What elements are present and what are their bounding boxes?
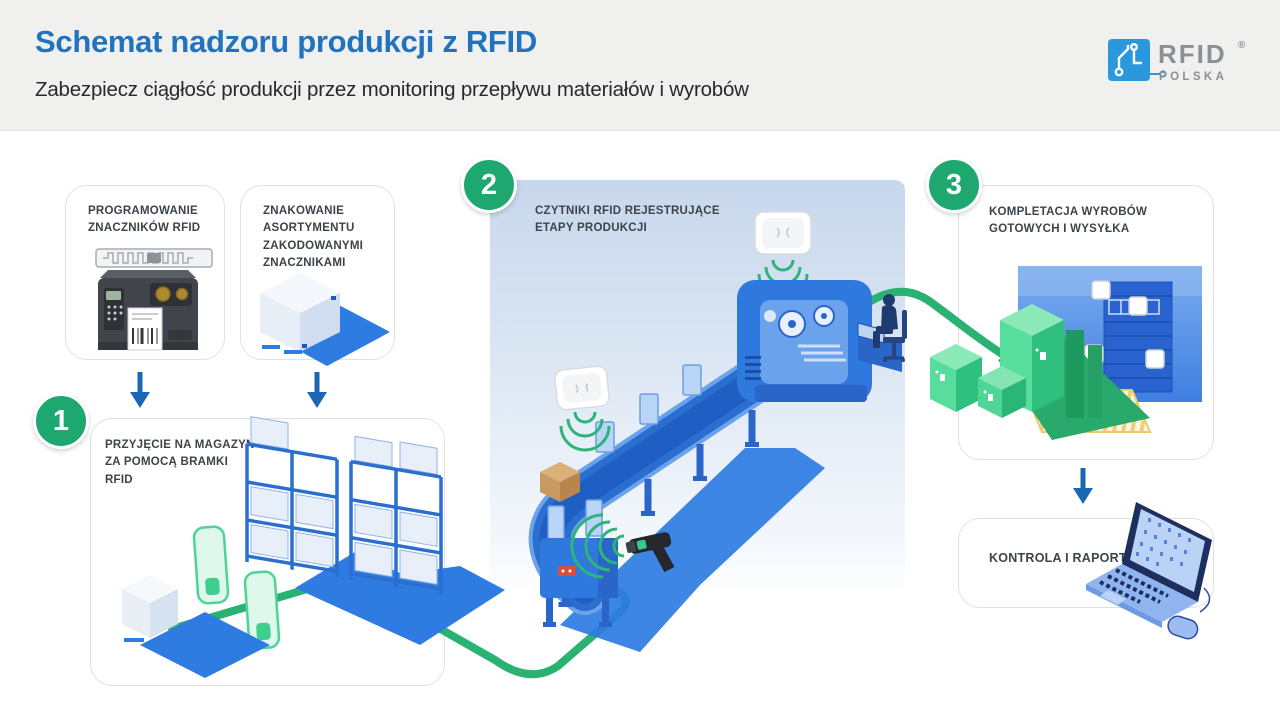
down-arrow-to-control	[1073, 468, 1093, 504]
card-control-reports: KONTROLA I RAPORTY	[958, 518, 1214, 608]
card-control-reports-label: KONTROLA I RAPORTY	[989, 551, 1136, 565]
page-title: Schemat nadzoru produkcji z RFID	[35, 24, 537, 59]
panel-production-readers-label: CZYTNIKI RFID REJESTRUJĄCE ETAPY PRODUKC…	[535, 205, 720, 235]
card-warehouse-receiving: PRZYJĘCIE NA MAGAZYN ZA POMOCĄ BRAMKI RF…	[90, 418, 445, 686]
panel-production-readers: CZYTNIKI RFID REJESTRUJĄCE ETAPY PRODUKC…	[490, 180, 905, 590]
card-completion-shipping: KOMPLETACJA WYROBÓW GOTOWYCH I WYSYŁKA	[958, 185, 1214, 460]
down-arrow-after-programming	[130, 372, 150, 408]
card-tag-programming: PROGRAMOWANIE ZNACZNIKÓW RFID	[65, 185, 225, 360]
rfid-polska-logo-icon	[1108, 39, 1167, 81]
logo-registered-mark: ®	[1238, 40, 1246, 51]
step-badge-3: 3	[926, 157, 982, 213]
step-badge-1: 1	[33, 393, 89, 449]
card-tag-programming-label: PROGRAMOWANIE ZNACZNIKÓW RFID	[88, 205, 201, 235]
page-subtitle: Zabezpiecz ciągłość produkcji przez moni…	[35, 78, 749, 101]
logo-country-text: POLSKA	[1159, 71, 1227, 83]
card-assortment-marking: ZNAKOWANIE ASORTYMENTU ZAKODOWANYMI ZNAC…	[240, 185, 395, 360]
brand-logo: RFID ® POLSKA	[1100, 30, 1270, 100]
step-badge-2: 2	[461, 157, 517, 213]
card-assortment-marking-label: ZNAKOWANIE ASORTYMENTU ZAKODOWANYMI ZNAC…	[263, 205, 364, 269]
header: Schemat nadzoru produkcji z RFID Zabezpi…	[0, 0, 1280, 131]
card-warehouse-receiving-label: PRZYJĘCIE NA MAGAZYN ZA POMOCĄ BRAMKI RF…	[105, 439, 255, 486]
card-completion-shipping-label: KOMPLETACJA WYROBÓW GOTOWYCH I WYSYŁKA	[989, 206, 1148, 236]
logo-brand-text: RFID	[1158, 39, 1227, 69]
down-arrow-after-marking	[307, 372, 327, 408]
